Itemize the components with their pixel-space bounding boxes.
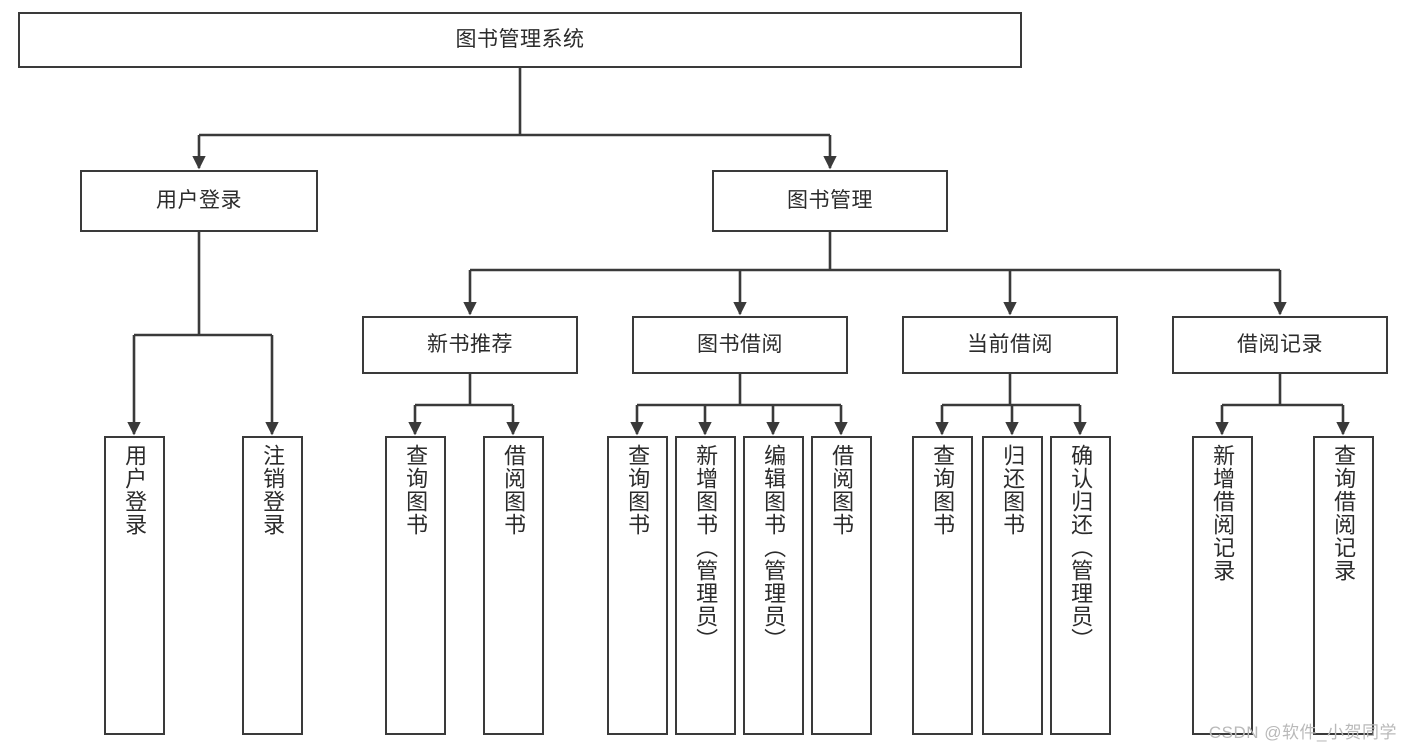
node-leaf-borrow-book-2-label: 借阅图书 xyxy=(829,444,855,536)
node-leaf-borrow-book-1-label: 借阅图书 xyxy=(501,444,527,536)
node-root-title[interactable]: 图书管理系统 xyxy=(18,12,1022,68)
node-leaf-return-book-label: 归还图书 xyxy=(1000,444,1026,536)
node-leaf-edit-book[interactable]: 编辑图书（管理员） xyxy=(743,436,804,735)
node-leaf-query-record[interactable]: 查询借阅记录 xyxy=(1313,436,1374,735)
node-borrow-record-label: 借阅记录 xyxy=(1237,333,1323,357)
node-new-book-recommend[interactable]: 新书推荐 xyxy=(362,316,578,374)
node-borrow-record[interactable]: 借阅记录 xyxy=(1172,316,1388,374)
node-leaf-query-record-label: 查询借阅记录 xyxy=(1331,444,1357,582)
node-book-borrow[interactable]: 图书借阅 xyxy=(632,316,848,374)
node-book-borrow-label: 图书借阅 xyxy=(697,333,783,357)
node-leaf-query-book-3[interactable]: 查询图书 xyxy=(912,436,973,735)
node-leaf-logout[interactable]: 注销登录 xyxy=(242,436,303,735)
node-current-borrow[interactable]: 当前借阅 xyxy=(902,316,1118,374)
node-book-manage-group-label: 图书管理 xyxy=(787,189,873,213)
node-new-book-recommend-label: 新书推荐 xyxy=(427,333,513,357)
node-leaf-query-book-2[interactable]: 查询图书 xyxy=(607,436,668,735)
node-leaf-add-record-label: 新增借阅记录 xyxy=(1210,444,1236,582)
node-leaf-query-book-2-label: 查询图书 xyxy=(625,444,651,536)
node-current-borrow-label: 当前借阅 xyxy=(967,333,1053,357)
node-leaf-user-login-label: 用户登录 xyxy=(122,444,148,536)
node-leaf-add-book[interactable]: 新增图书（管理员） xyxy=(675,436,736,735)
node-leaf-edit-book-label: 编辑图书（管理员） xyxy=(761,444,787,651)
node-leaf-query-book-1[interactable]: 查询图书 xyxy=(385,436,446,735)
node-root-title-label: 图书管理系统 xyxy=(455,28,585,52)
node-leaf-borrow-book-2[interactable]: 借阅图书 xyxy=(811,436,872,735)
node-leaf-query-book-1-label: 查询图书 xyxy=(403,444,429,536)
node-leaf-borrow-book-1[interactable]: 借阅图书 xyxy=(483,436,544,735)
node-user-login-group[interactable]: 用户登录 xyxy=(80,170,318,232)
node-leaf-logout-label: 注销登录 xyxy=(260,444,286,536)
node-leaf-add-book-label: 新增图书（管理员） xyxy=(693,444,719,651)
node-leaf-query-book-3-label: 查询图书 xyxy=(930,444,956,536)
node-leaf-confirm-return[interactable]: 确认归还（管理员） xyxy=(1050,436,1111,735)
watermark-csdn: CSDN @软件_小贺同学 xyxy=(1208,723,1397,742)
node-book-manage-group[interactable]: 图书管理 xyxy=(712,170,948,232)
node-leaf-confirm-return-label: 确认归还（管理员） xyxy=(1068,444,1094,651)
node-leaf-return-book[interactable]: 归还图书 xyxy=(982,436,1043,735)
node-leaf-add-record[interactable]: 新增借阅记录 xyxy=(1192,436,1253,735)
node-leaf-user-login[interactable]: 用户登录 xyxy=(104,436,165,735)
node-user-login-group-label: 用户登录 xyxy=(156,189,242,213)
